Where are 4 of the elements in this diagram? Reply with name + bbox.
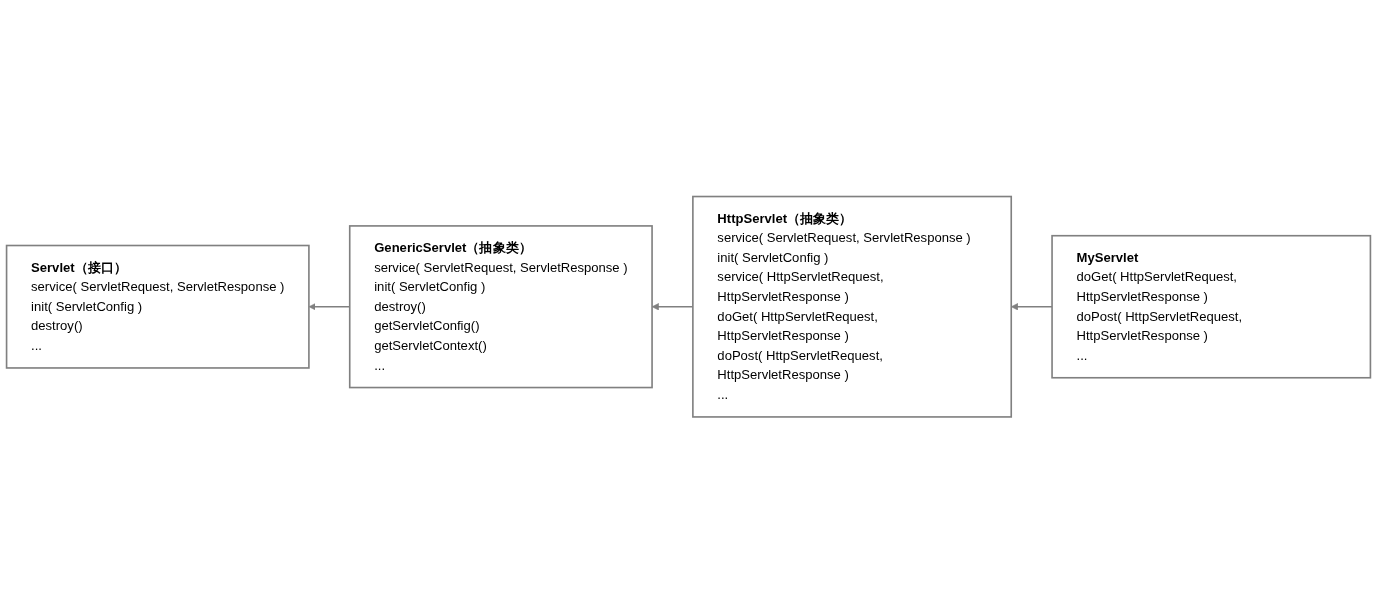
node-box: HttpServlet（抽象类） service( ServletRequest, ServletResponse ) init( ServletConfig ) service( HttpServletRequest, HttpServletResponse ) doGet( HttpServletRequest, HttpServletResponse ) doPost( HttpServletRequest, HttpServletResponse ) ... <box>692 195 1013 418</box>
node-box: GenericServlet（抽象类） service( ServletRequest, ServletResponse ) init( ServletConfig ) destroy() getServletConfig() getServletContext() ... <box>348 224 653 389</box>
node-box: Servlet（接口） service( ServletRequest, ServletResponse ) init( ServletConfig ) destroy() ... <box>5 244 310 369</box>
node-box: MyServlet doGet( HttpServletRequest, HttpServletResponse ) doPost( HttpServletRequest, HttpServletResponse ) ... <box>1051 234 1372 379</box>
